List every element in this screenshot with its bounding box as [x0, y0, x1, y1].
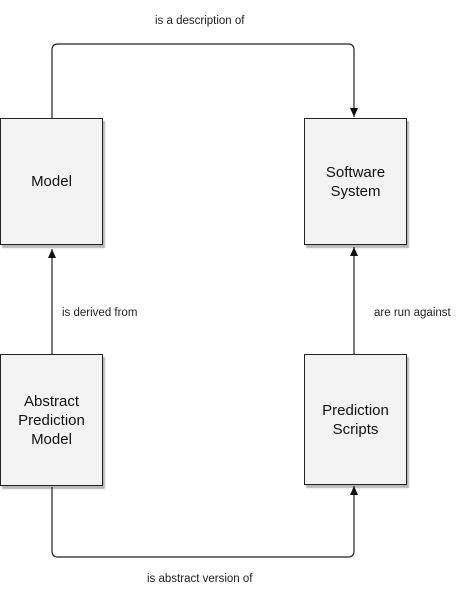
software-system-label: Software System	[325, 163, 386, 200]
edge-label-is-abstract-version-of: is abstract version of	[147, 572, 253, 586]
model-node: Model	[0, 118, 103, 245]
abstract-prediction-model-label: Abstract Prediction Model	[18, 392, 85, 448]
model-label: Model	[31, 173, 72, 190]
edge-abstract-to-scripts	[51, 486, 358, 558]
edge-model-to-software-system	[51, 43, 358, 119]
edge-label-is-derived-from: is derived from	[62, 306, 138, 320]
software-system-node: Software System	[304, 118, 407, 245]
edge-label-is-a-description-of: is a description of	[155, 14, 245, 28]
edge-label-are-run-against: are run against	[374, 306, 451, 320]
prediction-scripts-label: Prediction Scripts	[322, 401, 389, 438]
abstract-prediction-model-node: Abstract Prediction Model	[0, 354, 103, 486]
prediction-scripts-node: Prediction Scripts	[304, 354, 407, 485]
